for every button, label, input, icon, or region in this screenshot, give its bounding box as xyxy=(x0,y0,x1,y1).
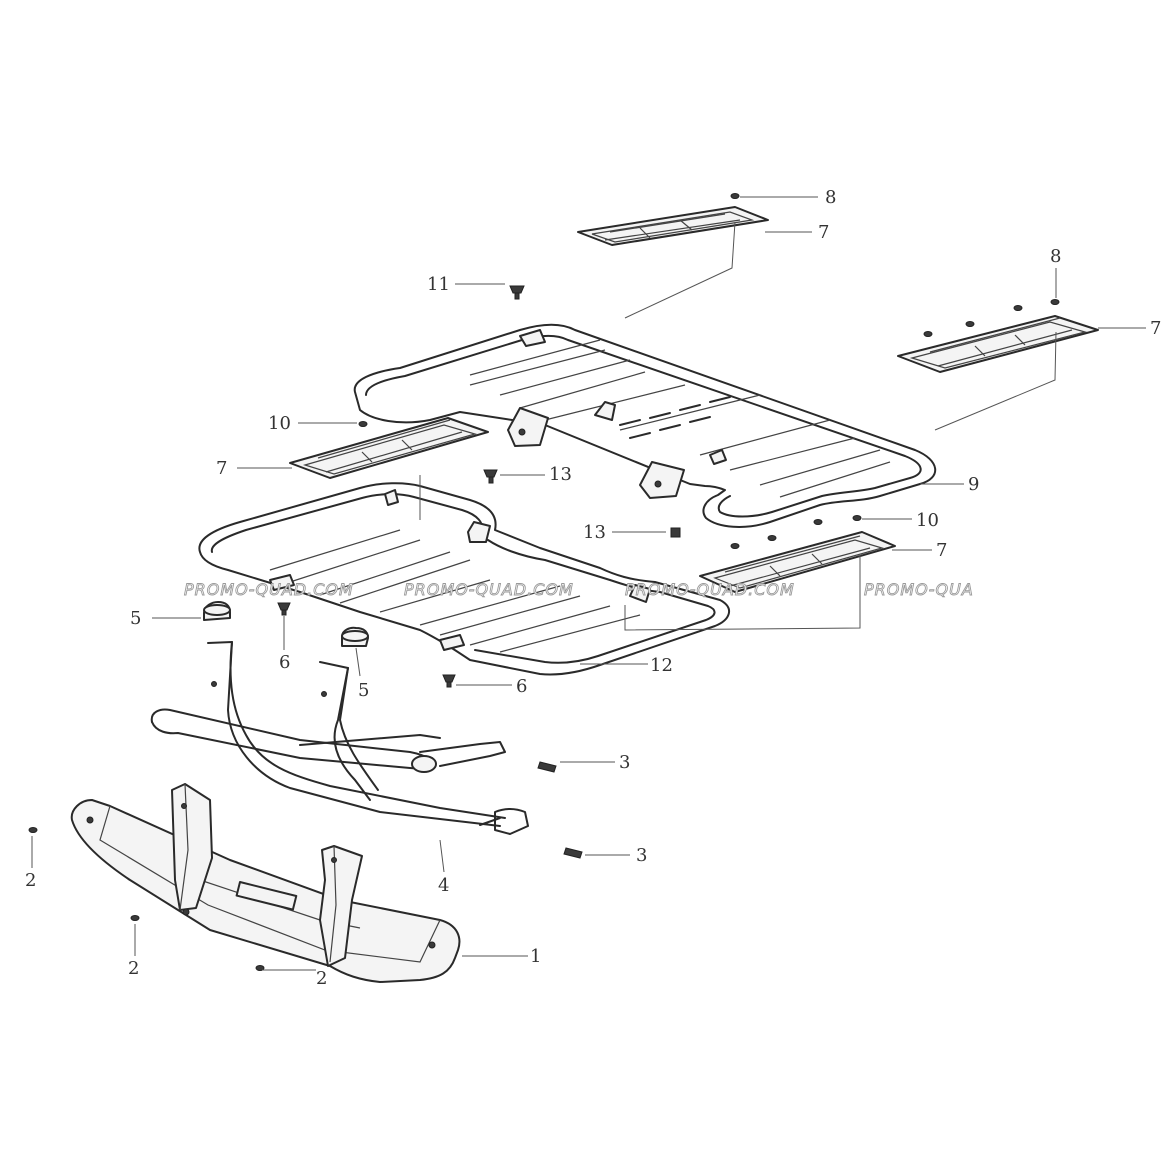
callout-2: 2 xyxy=(128,958,139,979)
watermark: PROMO-QUAD.COM PROMO-QUAD.COM PROMO-QUAD… xyxy=(184,580,974,600)
tube-end-caps xyxy=(203,601,369,647)
callout-10: 10 xyxy=(268,413,291,434)
rack-screws xyxy=(358,193,1060,549)
callout-7: 7 xyxy=(936,540,947,561)
front-bumper xyxy=(70,783,461,983)
callout-2: 2 xyxy=(316,968,327,989)
callout-10: 10 xyxy=(916,510,939,531)
callout-5: 5 xyxy=(358,680,369,701)
front-rack-frame xyxy=(198,482,730,676)
rack-plate-left xyxy=(289,417,489,479)
watermark-text: PROMO-QUA xyxy=(864,580,974,599)
callout-12: 12 xyxy=(650,655,673,676)
rack-plate-bottom xyxy=(699,531,896,593)
callout-4: 4 xyxy=(438,875,449,896)
callout-13: 13 xyxy=(583,522,606,543)
callout-2: 2 xyxy=(25,870,36,891)
rack-plate-top xyxy=(577,206,769,246)
callout-8: 8 xyxy=(1050,246,1061,267)
callout-13: 13 xyxy=(549,464,572,485)
callout-7: 7 xyxy=(818,222,829,243)
callout-6: 6 xyxy=(279,652,290,673)
rack-bolts xyxy=(277,285,681,688)
bumper-support-frame xyxy=(150,641,529,835)
callout-7: 7 xyxy=(1150,318,1161,339)
callout-9: 9 xyxy=(968,474,979,495)
rear-rack-frame xyxy=(353,323,937,528)
watermark-text: PROMO-QUAD.COM xyxy=(404,580,574,599)
leader-lines xyxy=(31,196,1146,971)
callout-3: 3 xyxy=(636,845,647,866)
callout-8: 8 xyxy=(825,187,836,208)
callout-1: 1 xyxy=(530,946,541,967)
rack-plate-right xyxy=(897,315,1099,373)
callout-11: 11 xyxy=(427,274,450,295)
callout-7: 7 xyxy=(216,458,227,479)
watermark-text: PROMO-QUAD.COM xyxy=(184,580,354,599)
watermark-text: PROMO-QUAD.COM xyxy=(625,580,795,599)
callout-5: 5 xyxy=(130,608,141,629)
bumper-bolts xyxy=(28,761,583,971)
callout-3: 3 xyxy=(619,752,630,773)
callout-numbers: 8 7 11 8 7 10 7 13 13 9 10 7 5 6 5 6 12 … xyxy=(25,187,1161,989)
callout-6: 6 xyxy=(516,676,527,697)
